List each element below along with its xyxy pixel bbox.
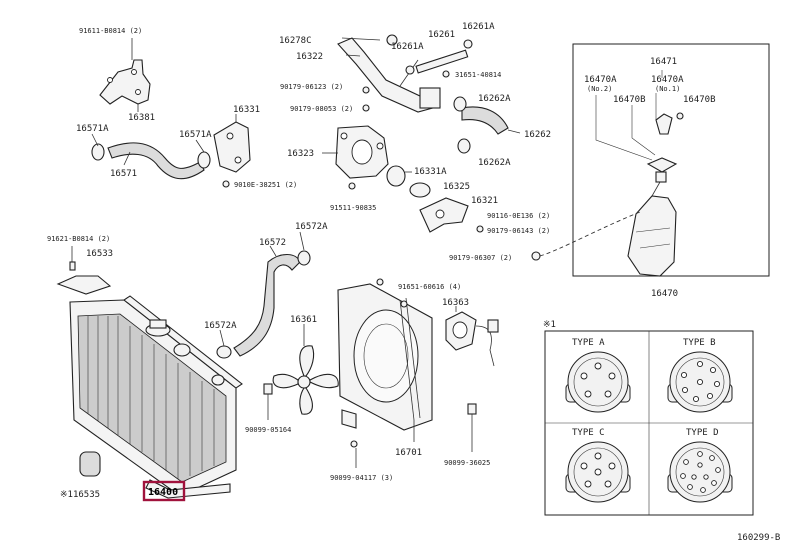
label-16701: 16701 (395, 448, 422, 458)
label-16470B-left: 16470B (613, 95, 646, 105)
label-16470A-right-note: (No.1) (655, 85, 680, 93)
label-16262A-top: 16262A (478, 94, 511, 104)
water-inlet-16321 (419, 197, 469, 233)
label-16571A-right: 16571A (179, 130, 212, 140)
label-16535: ※116535 (60, 490, 100, 500)
label-16470A-right: 16470A (651, 75, 684, 85)
label-16381: 16381 (128, 113, 155, 123)
cushion-16535 (79, 451, 101, 477)
nut-90099-05164 (263, 383, 273, 395)
label-16363: 16363 (442, 298, 469, 308)
label-16323: 16323 (287, 149, 314, 159)
cap-type-c-label: TYPE C (572, 428, 605, 438)
cap-type-a-label: TYPE A (572, 338, 605, 348)
label-16262: 16262 (524, 130, 551, 140)
label-16470A-left: 16470A (584, 75, 617, 85)
reservoir-cap-hose (646, 112, 684, 183)
label-90099-04117: 90099-04117 (3) (330, 474, 393, 482)
label-16361: 16361 (290, 315, 317, 325)
label-91611: 91611-B0814 (2) (79, 27, 142, 35)
label-90179-06143: 90179-06143 (2) (487, 227, 550, 235)
label-16261A-mid: 16261A (391, 42, 424, 52)
label-16572: 16572 (259, 238, 286, 248)
label-16470A-left-note: (No.2) (587, 85, 612, 93)
label-90116: 90116-0E136 (2) (487, 212, 550, 220)
label-91511: 91511-90835 (330, 204, 376, 212)
label-16331: 16331 (233, 105, 260, 115)
fan-motor-16363 (445, 306, 499, 367)
label-90179-06123: 90179-06123 (2) (280, 83, 343, 91)
bypass-pipe-16261 (405, 39, 473, 75)
bracket-16381 (99, 38, 151, 112)
label-31651: 31651-40814 (455, 71, 501, 79)
water-pipe-16322 (337, 34, 441, 113)
label-16261A-top: 16261A (462, 22, 495, 32)
radiator-assembly-16400 (69, 295, 243, 499)
hose-16572 (216, 231, 311, 359)
label-90099-05164: 90099-05164 (245, 426, 291, 434)
label-16261: 16261 (428, 30, 455, 40)
fan-16361 (272, 324, 339, 415)
highlight-16400 (142, 480, 186, 502)
label-16278C: 16278C (279, 36, 312, 46)
label-91621: 91621-B0814 (2) (47, 235, 110, 243)
reservoir-leader-line (539, 211, 641, 257)
label-91651: 91651-60616 (4) (398, 283, 461, 291)
label-16572A-top: 16572A (295, 222, 328, 232)
outlet-flange-16331 (213, 114, 251, 188)
label-90179-08053: 90179-08053 (2) (290, 105, 353, 113)
hose-16262 (453, 96, 521, 154)
label-16471: 16471 (650, 57, 677, 67)
cap-types-note: ※1 (543, 320, 556, 330)
label-16262A-bottom: 16262A (478, 158, 511, 168)
thermostat-16331A (386, 165, 412, 187)
label-16325: 16325 (443, 182, 470, 192)
cap-type-d-label: TYPE D (686, 428, 719, 438)
label-16470: 16470 (651, 289, 678, 299)
label-16572A-bottom: 16572A (204, 321, 237, 331)
clamp-90099-36025 (467, 403, 477, 415)
cap-type-d-drawing (667, 441, 733, 503)
cap-type-c-drawing (565, 441, 631, 503)
label-9010E: 9010E-38251 (2) (234, 181, 297, 189)
diagram-code: 160299-B (737, 533, 780, 543)
label-16533: 16533 (86, 249, 113, 259)
label-16331A: 16331A (414, 167, 447, 177)
gasket-16325 (409, 182, 431, 198)
label-16571: 16571 (110, 169, 137, 179)
thermostat-housing-16323 (322, 125, 389, 190)
label-16571A-left: 16571A (76, 124, 109, 134)
hose-16571 (91, 133, 211, 180)
cap-type-b-drawing (667, 351, 733, 413)
support-16533 (56, 275, 112, 295)
label-16322: 16322 (296, 52, 323, 62)
label-90179-06307: 90179-06307 (2) (449, 254, 512, 262)
label-16321: 16321 (471, 196, 498, 206)
fan-shroud (337, 278, 433, 448)
reservoir-tank-16470 (627, 181, 677, 277)
label-90099-36025: 90099-36025 (444, 459, 490, 467)
cap-type-a-drawing (565, 351, 631, 413)
label-16400: 16400 (148, 487, 178, 498)
label-16470B-right: 16470B (683, 95, 716, 105)
cap-type-b-label: TYPE B (683, 338, 716, 348)
